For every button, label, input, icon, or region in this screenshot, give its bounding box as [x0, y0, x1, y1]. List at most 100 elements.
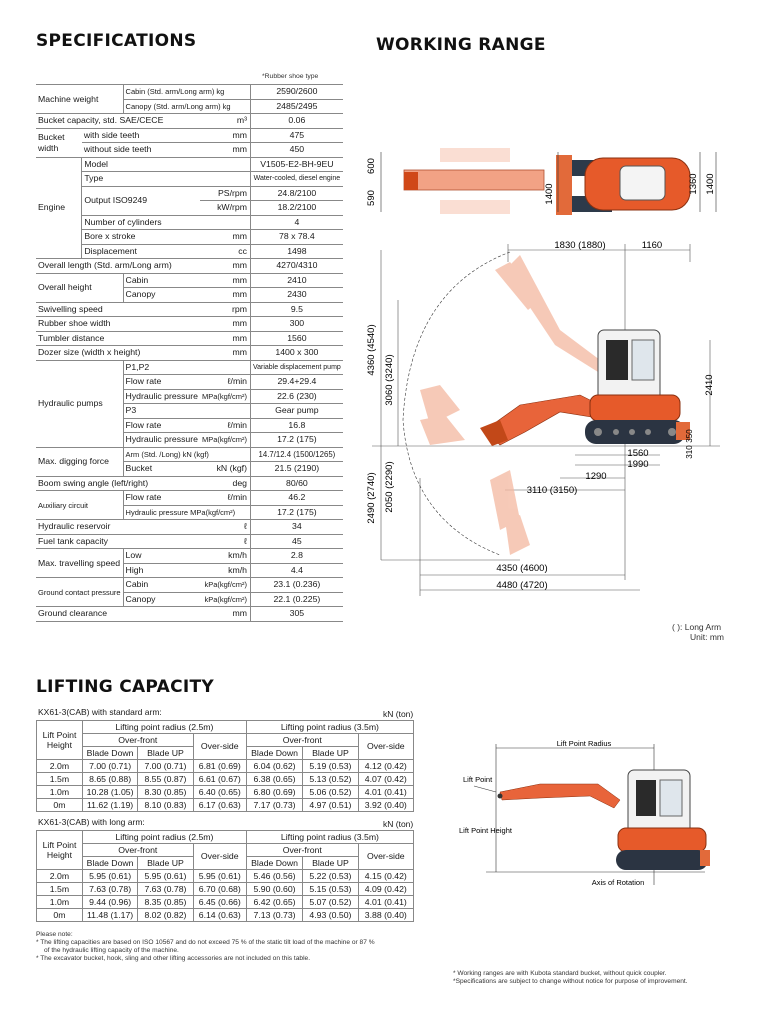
- spec-sublabel: Bucket: [122, 461, 200, 477]
- col-header: Blade UP: [302, 746, 359, 760]
- lift-point-marker: [497, 793, 503, 799]
- col-header: Over-side: [357, 843, 415, 870]
- dim-1990: 1990: [627, 459, 648, 470]
- spec-value: 22.6 (230): [249, 388, 343, 404]
- spec-unit: deg: [199, 475, 251, 491]
- spec-value: 4: [249, 214, 343, 230]
- spec-value: 2430: [249, 287, 343, 303]
- cell: 8.30 (0.85): [137, 785, 194, 799]
- spec-sublabel: Number of cylinders: [81, 214, 251, 230]
- spec-sublabel: Displacement: [81, 243, 200, 259]
- working-range-title: WORKING RANGE: [376, 35, 546, 55]
- cell: 0m: [36, 798, 83, 812]
- spec-label: Max. digging force: [36, 446, 124, 477]
- spec-unit: MPa(kgf/cm²): [199, 388, 251, 404]
- col-header: Over-front: [245, 843, 359, 857]
- spec-value: 1560: [249, 330, 343, 346]
- long-arm-caption: KX61-3(CAB) with long arm:: [38, 817, 145, 827]
- col-header: Blade Down: [81, 746, 139, 760]
- dim-4350: 4350 (4600): [496, 563, 547, 574]
- spec-row: Displacement cc 1498: [36, 243, 343, 259]
- dim-1400-top: 1400: [544, 183, 555, 204]
- spec-row: Dozer size (width x height) mm 1400 x 30…: [36, 345, 343, 361]
- cell: 6.14 (0.63): [192, 908, 247, 922]
- spec-row: Rubber shoe width mm 300: [36, 316, 343, 332]
- cell: 6.17 (0.63): [192, 798, 247, 812]
- spec-label: Boom swing angle (left/right): [36, 475, 200, 491]
- dim-1400-right: 1400: [705, 173, 716, 194]
- spec-row: Ground clearance mm 305: [36, 606, 343, 622]
- cell: 6.80 (0.69): [245, 785, 304, 799]
- dim-3060: 3060 (3240): [384, 354, 395, 405]
- col-header: Blade Down: [245, 746, 304, 760]
- spec-unit: rpm: [199, 301, 251, 317]
- cell: 4.09 (0.42): [357, 882, 415, 896]
- spec-row: Overall height Cabin mm 2410: [36, 272, 343, 303]
- spec-label: Hydraulic reservoir: [36, 519, 200, 535]
- spec-sublabel: Canopy (Std. arm/Long arm) kg: [122, 98, 251, 114]
- spec-sublabel: Hydraulic pressure MPa(kgf/cm²): [122, 504, 251, 520]
- spec-row: Hydraulic pumps P1,P2 Variable displacem…: [36, 359, 343, 448]
- spec-unit: mm: [199, 287, 251, 303]
- col-header: Lifting point radius (2.5m): [81, 720, 247, 734]
- spec-label: Overall length (Std. arm/Long arm): [36, 258, 200, 274]
- cell: 7.17 (0.73): [245, 798, 304, 812]
- table-header-row: Over-front Over-side Over-front Over-sid…: [37, 733, 415, 760]
- cell: 0m: [36, 908, 83, 922]
- spec-row: Tumbler distance mm 1560: [36, 330, 343, 346]
- cell: 4.97 (0.51): [302, 798, 359, 812]
- cell: 5.46 (0.56): [245, 869, 304, 883]
- spec-row: Bucket kN (kgf) 21.5 (2190): [36, 461, 343, 477]
- spec-sublabel: Cabin: [122, 577, 200, 593]
- spec-row: Flow rate ℓ/min 29.4+29.4: [36, 374, 343, 390]
- spec-row: Engine Model V1505-E2-BH-9EU: [36, 156, 343, 259]
- spec-note: *Rubber shoe type: [262, 73, 319, 80]
- table-header-row: Blade Down Blade UP Blade Down Blade UP: [37, 746, 414, 760]
- spec-label: Bucket capacity, std. SAE/CECE: [36, 113, 200, 129]
- spec-value: 17.2 (175): [249, 432, 343, 448]
- dim-1160: 1160: [642, 240, 662, 251]
- spec-unit: km/h: [199, 548, 251, 564]
- cell: 6.61 (0.67): [192, 772, 247, 786]
- cell: 6.45 (0.66): [192, 895, 247, 909]
- spec-unit: mm: [199, 272, 251, 288]
- spec-row: Bore x stroke mm 78 x 78.4: [36, 229, 343, 245]
- unit-note: Unit: mm: [690, 632, 724, 642]
- spec-value: 305: [249, 606, 343, 622]
- top-view: [403, 148, 691, 215]
- spec-value: Gear pump: [249, 403, 343, 419]
- working-range-diagram: 590 600 1400 1360 1400: [366, 148, 720, 596]
- spec-sublabel: Low: [122, 548, 200, 564]
- cell: 4.01 (0.41): [357, 895, 415, 909]
- dim-1830: 1830 (1880): [554, 240, 605, 251]
- specifications-title: SPECIFICATIONS: [36, 31, 197, 51]
- cell: 7.00 (0.71): [137, 759, 194, 773]
- spec-unit: PS/rpm: [199, 185, 251, 201]
- spec-unit: ℓ: [199, 533, 251, 549]
- spec-row: without side teeth mm 450: [36, 142, 343, 158]
- col-header: Lifting point radius (3.5m): [245, 720, 415, 734]
- spec-value: 45: [249, 533, 343, 549]
- spec-sublabel: Hydraulic pressure: [122, 432, 200, 448]
- spec-unit: kPa(kgf/cm²): [199, 577, 251, 593]
- table-header-row: Lift Point Height Lifting point radius (…: [36, 720, 415, 760]
- spec-row: Flow rate ℓ/min 16.8: [36, 417, 343, 433]
- spec-row: Max. digging force Arm (Std. /Long) kN (…: [36, 446, 343, 477]
- spec-label: Machine weight: [36, 84, 124, 114]
- spec-value: 475: [249, 127, 343, 143]
- dim-2410: 2410: [704, 374, 715, 395]
- mpa-unit: MPa(kgf/cm²): [190, 507, 236, 517]
- spec-row: Boom swing angle (left/right) deg 80/60: [36, 475, 343, 491]
- cell: 2.0m: [36, 759, 83, 773]
- spec-label: Engine: [36, 156, 82, 259]
- dim-350: 350: [685, 429, 694, 443]
- col-header: Over-side: [192, 843, 247, 870]
- spec-value: 1498: [249, 243, 343, 259]
- cell: 5.06 (0.52): [302, 785, 359, 799]
- specifications-table: Machine weight Cabin (Std. arm/Long arm)…: [36, 84, 343, 622]
- spec-label: Max. travelling speed: [36, 548, 124, 578]
- spec-sublabel: Cabin: [122, 272, 200, 288]
